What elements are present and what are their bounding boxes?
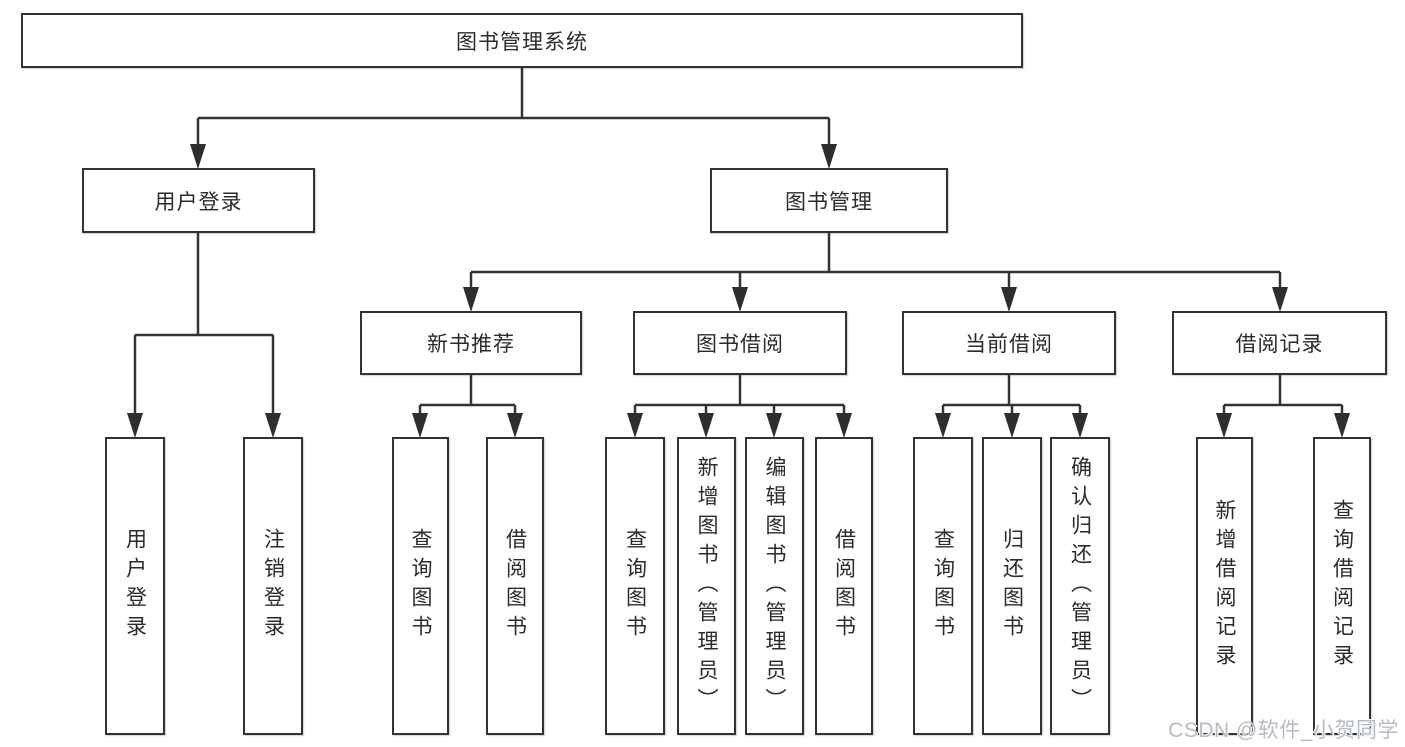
node-book-management-label: 图书管理: [785, 190, 873, 214]
leaf-add-borrow-record: 新增借阅记录: [1196, 437, 1253, 735]
leaf-edit-book-admin: 编辑图书（管理员）: [745, 437, 804, 735]
leaf-edit-book-admin-label: 编辑图书（管理员）: [763, 455, 786, 717]
leaf-query-borrow-record-label: 查询借阅记录: [1330, 499, 1354, 673]
csdn-watermark: CSDN @软件_小贺同学: [1168, 719, 1399, 742]
leaf-user-login-label: 用户登录: [123, 528, 147, 644]
leaf-query-books-current-label: 查询图书: [931, 528, 955, 644]
leaf-query-books-borrow-label: 查询图书: [623, 528, 647, 644]
tree-edges: [133, 68, 1344, 433]
leaf-return-book-label: 归还图书: [1000, 528, 1024, 644]
leaf-query-books-newbook-label: 查询图书: [409, 528, 432, 644]
leaf-return-book: 归还图书: [982, 437, 1042, 735]
leaf-query-borrow-record: 查询借阅记录: [1313, 437, 1371, 735]
leaf-confirm-return-admin-label: 确认归还（管理员）: [1068, 455, 1092, 717]
node-user-login-branch-label: 用户登录: [154, 190, 243, 214]
node-current-borrowing-label: 当前借阅: [965, 333, 1053, 356]
node-book-borrowing: 图书借阅: [633, 311, 847, 375]
node-new-book-recommend-label: 新书推荐: [427, 333, 515, 356]
leaf-user-login: 用户登录: [105, 437, 165, 735]
node-book-borrowing-label: 图书借阅: [696, 333, 784, 356]
node-library-management-system-label: 图书管理系统: [456, 30, 588, 54]
leaf-borrow-books-newbook: 借阅图书: [486, 437, 544, 735]
arrowheads: [127, 144, 1350, 438]
leaf-query-books-borrow: 查询图书: [605, 437, 665, 735]
leaf-borrow-books-newbook-label: 借阅图书: [503, 528, 527, 644]
node-current-borrowing: 当前借阅: [902, 311, 1116, 375]
leaf-borrow-books-borrow: 借阅图书: [815, 437, 873, 735]
node-library-management-system: 图书管理系统: [21, 13, 1023, 68]
node-borrowing-records-label: 借阅记录: [1235, 333, 1324, 356]
leaf-logout: 注销登录: [243, 437, 303, 735]
node-new-book-recommend: 新书推荐: [360, 311, 582, 375]
node-user-login-branch: 用户登录: [82, 168, 315, 233]
leaf-confirm-return-admin: 确认归还（管理员）: [1050, 437, 1110, 735]
leaf-borrow-books-borrow-label: 借阅图书: [832, 528, 856, 644]
leaf-query-books-newbook: 查询图书: [392, 437, 449, 735]
node-borrowing-records: 借阅记录: [1172, 311, 1387, 375]
node-book-management: 图书管理: [710, 168, 948, 233]
leaf-add-borrow-record-label: 新增借阅记录: [1213, 499, 1236, 673]
leaf-add-book-admin: 新增图书（管理员）: [677, 437, 736, 735]
leaf-query-books-current: 查询图书: [913, 437, 973, 735]
leaf-logout-label: 注销登录: [261, 528, 285, 644]
leaf-add-book-admin-label: 新增图书（管理员）: [695, 455, 718, 717]
